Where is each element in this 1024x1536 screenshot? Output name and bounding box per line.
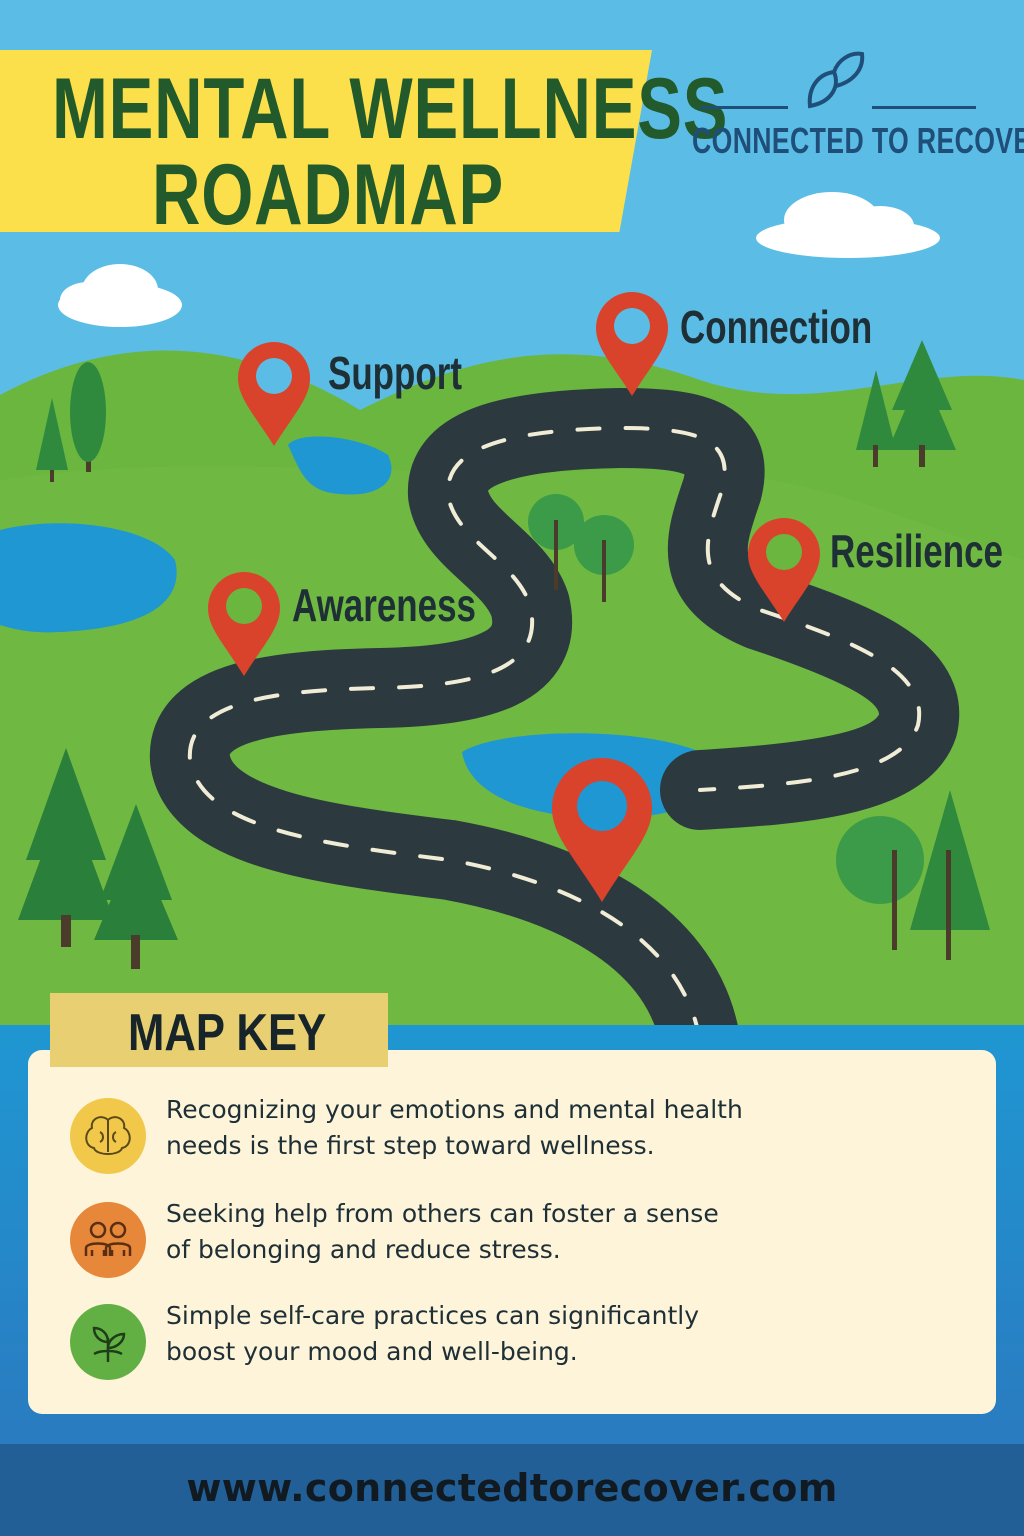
tree-icon bbox=[36, 362, 106, 482]
map-pin-icon bbox=[552, 758, 652, 902]
map-key-title: MAP KEY bbox=[128, 1004, 327, 1062]
map-pin-icon bbox=[238, 342, 310, 446]
map-key-item: Seeking help from others can foster a se… bbox=[70, 1199, 970, 1282]
pin-label-support: Support bbox=[328, 347, 462, 399]
butterfly-icon bbox=[807, 51, 865, 109]
people-icon bbox=[70, 1202, 146, 1278]
pin-label-connection: Connection bbox=[680, 301, 873, 353]
lake bbox=[0, 523, 177, 633]
sprout-icon bbox=[70, 1304, 146, 1380]
brain-icon bbox=[70, 1098, 146, 1174]
brand-divider-left bbox=[700, 106, 788, 109]
lake bbox=[288, 436, 392, 495]
cloud-icon bbox=[756, 192, 940, 258]
map-key-card bbox=[28, 1050, 996, 1414]
brand-divider-right bbox=[872, 106, 976, 109]
pin-label-awareness: Awareness bbox=[292, 579, 476, 631]
tree-icon bbox=[836, 790, 990, 960]
footer-bar bbox=[0, 1444, 1024, 1536]
tree-icon bbox=[528, 494, 634, 602]
map-pin-icon bbox=[208, 572, 280, 676]
tree-icon bbox=[18, 748, 178, 969]
map-key-text-line: needs is the first step toward wellness. bbox=[166, 1131, 655, 1160]
map-key-text-line: Recognizing your emotions and mental hea… bbox=[166, 1095, 743, 1124]
cloud-icon bbox=[58, 264, 182, 327]
map-key-text-line: of belonging and reduce stress. bbox=[166, 1235, 561, 1264]
map-key-text-line: Simple self-care practices can significa… bbox=[166, 1301, 699, 1330]
tree-icon bbox=[856, 340, 956, 467]
road-markings bbox=[187, 425, 922, 1042]
map-key-text-line: boost your mood and well-being. bbox=[166, 1337, 578, 1366]
title-banner bbox=[0, 50, 652, 232]
map-key-item: Recognizing your emotions and mental hea… bbox=[70, 1095, 970, 1178]
map-key-item: Simple self-care practices can significa… bbox=[70, 1301, 970, 1384]
pin-label-resilience: Resilience bbox=[830, 525, 1003, 577]
map-pin-icon bbox=[748, 518, 820, 622]
map-pin-icon bbox=[596, 292, 668, 396]
map-key-tab bbox=[50, 993, 388, 1067]
page-title-line-2: ROADMAP bbox=[152, 147, 505, 243]
map-key-text-line: Seeking help from others can foster a se… bbox=[166, 1199, 719, 1228]
website-link[interactable]: www.connectedtorecover.com bbox=[186, 1466, 838, 1510]
brand-name: CONNECTED TO RECOVER bbox=[692, 120, 1024, 161]
page-title-line-1: MENTAL WELLNESS bbox=[52, 61, 729, 157]
